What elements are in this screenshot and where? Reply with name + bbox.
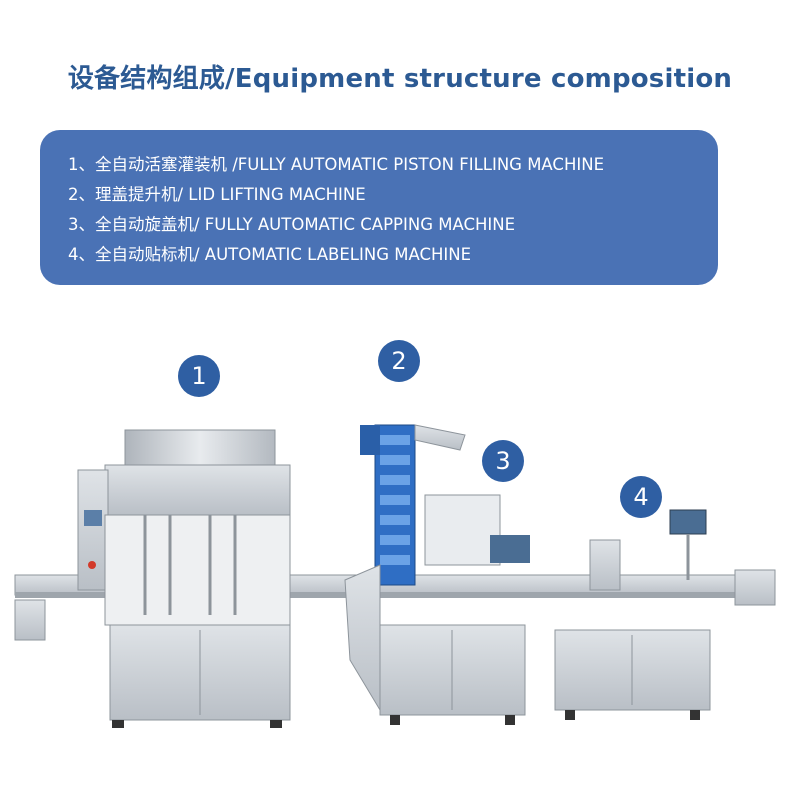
component-item-lid-lifting: 2、理盖提升机/ LID LIFTING MACHINE: [68, 185, 366, 204]
badge-4: 4: [620, 476, 662, 518]
production-line-illustration: [14, 424, 776, 728]
page-title: 设备结构组成/Equipment structure composition: [67, 64, 733, 94]
capping-machine: [379, 494, 530, 725]
labeling-machine: [554, 509, 711, 720]
component-item-filling: 1、全自动活塞灌装机 /FULLY AUTOMATIC PISTON FILLI…: [68, 155, 604, 174]
component-item-labeling: 4、全自动贴标机/ AUTOMATIC LABELING MACHINE: [68, 245, 472, 264]
badge-2: 2: [378, 340, 420, 382]
component-item-capping: 3、全自动旋盖机/ FULLY AUTOMATIC CAPPING MACHIN…: [68, 215, 516, 234]
lid-lifting-machine: [344, 424, 466, 712]
piston-filling-machine: [77, 429, 291, 728]
badge-1: 1: [178, 355, 220, 397]
component-list-panel: 1、全自动活塞灌装机 /FULLY AUTOMATIC PISTON FILLI…: [40, 130, 718, 285]
badge-3: 3: [482, 440, 524, 482]
